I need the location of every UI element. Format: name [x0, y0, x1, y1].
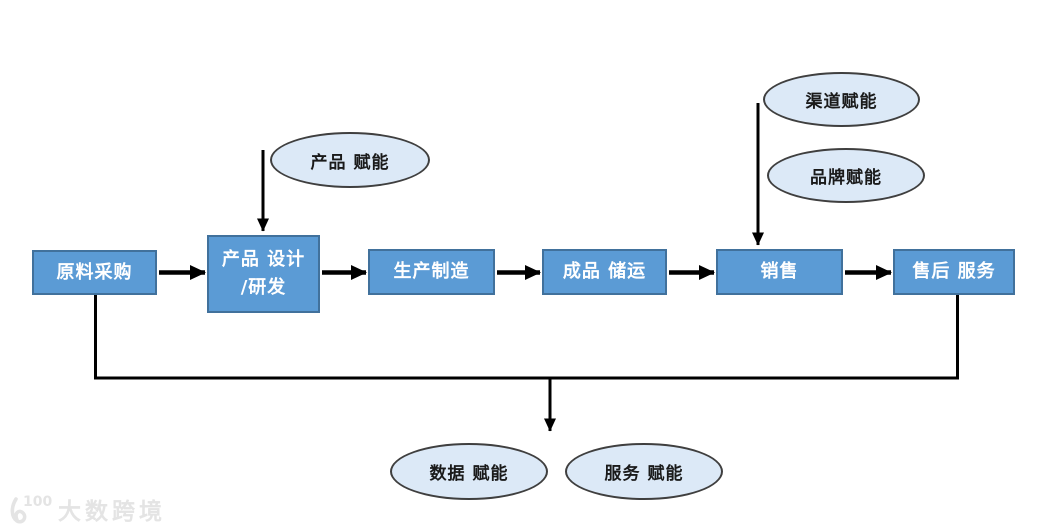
ellipse-label: 服务 赋能	[604, 464, 684, 484]
flow-box-label: 成品 储运	[562, 261, 647, 283]
ellipse-channel-empowerment: 渠道赋能	[763, 72, 920, 127]
ellipse-label: 品牌赋能	[810, 168, 882, 188]
flow-box-label: 售后 服务	[912, 261, 996, 283]
watermark-100-logo-icon: 100	[10, 494, 52, 524]
ellipse-product-empowerment: 产品 赋能	[270, 132, 430, 188]
flow-box-after-sales-service: 售后 服务	[893, 249, 1015, 295]
ellipse-label: 渠道赋能	[805, 92, 878, 112]
flow-box-sales: 销售	[716, 249, 843, 295]
ellipse-label: 数据 赋能	[429, 464, 509, 484]
flow-box-finished-goods-storage: 成品 储运	[542, 249, 667, 295]
flow-box-label: 产品 设计 /研发	[221, 249, 306, 298]
ellipse-brand-empowerment: 品牌赋能	[767, 148, 925, 203]
flow-box-label: 销售	[760, 261, 799, 283]
watermark-brand-text: 大数跨境	[58, 499, 166, 525]
flow-box-production-manufacturing: 生产制造	[368, 249, 495, 295]
watermark: 100 大数跨境	[8, 491, 166, 527]
ellipse-service-empowerment: 服务 赋能	[565, 443, 723, 500]
ellipse-label: 产品 赋能	[310, 152, 390, 173]
flow-box-label: 原料采购	[56, 261, 133, 283]
flow-box-label: 生产制造	[393, 261, 470, 283]
flow-box-raw-material-procurement: 原料采购	[32, 250, 157, 295]
watermark-logo-100-text: 100	[23, 494, 52, 510]
ellipse-data-empowerment: 数据 赋能	[390, 443, 548, 500]
flow-box-product-design-rd: 产品 设计 /研发	[207, 235, 320, 313]
